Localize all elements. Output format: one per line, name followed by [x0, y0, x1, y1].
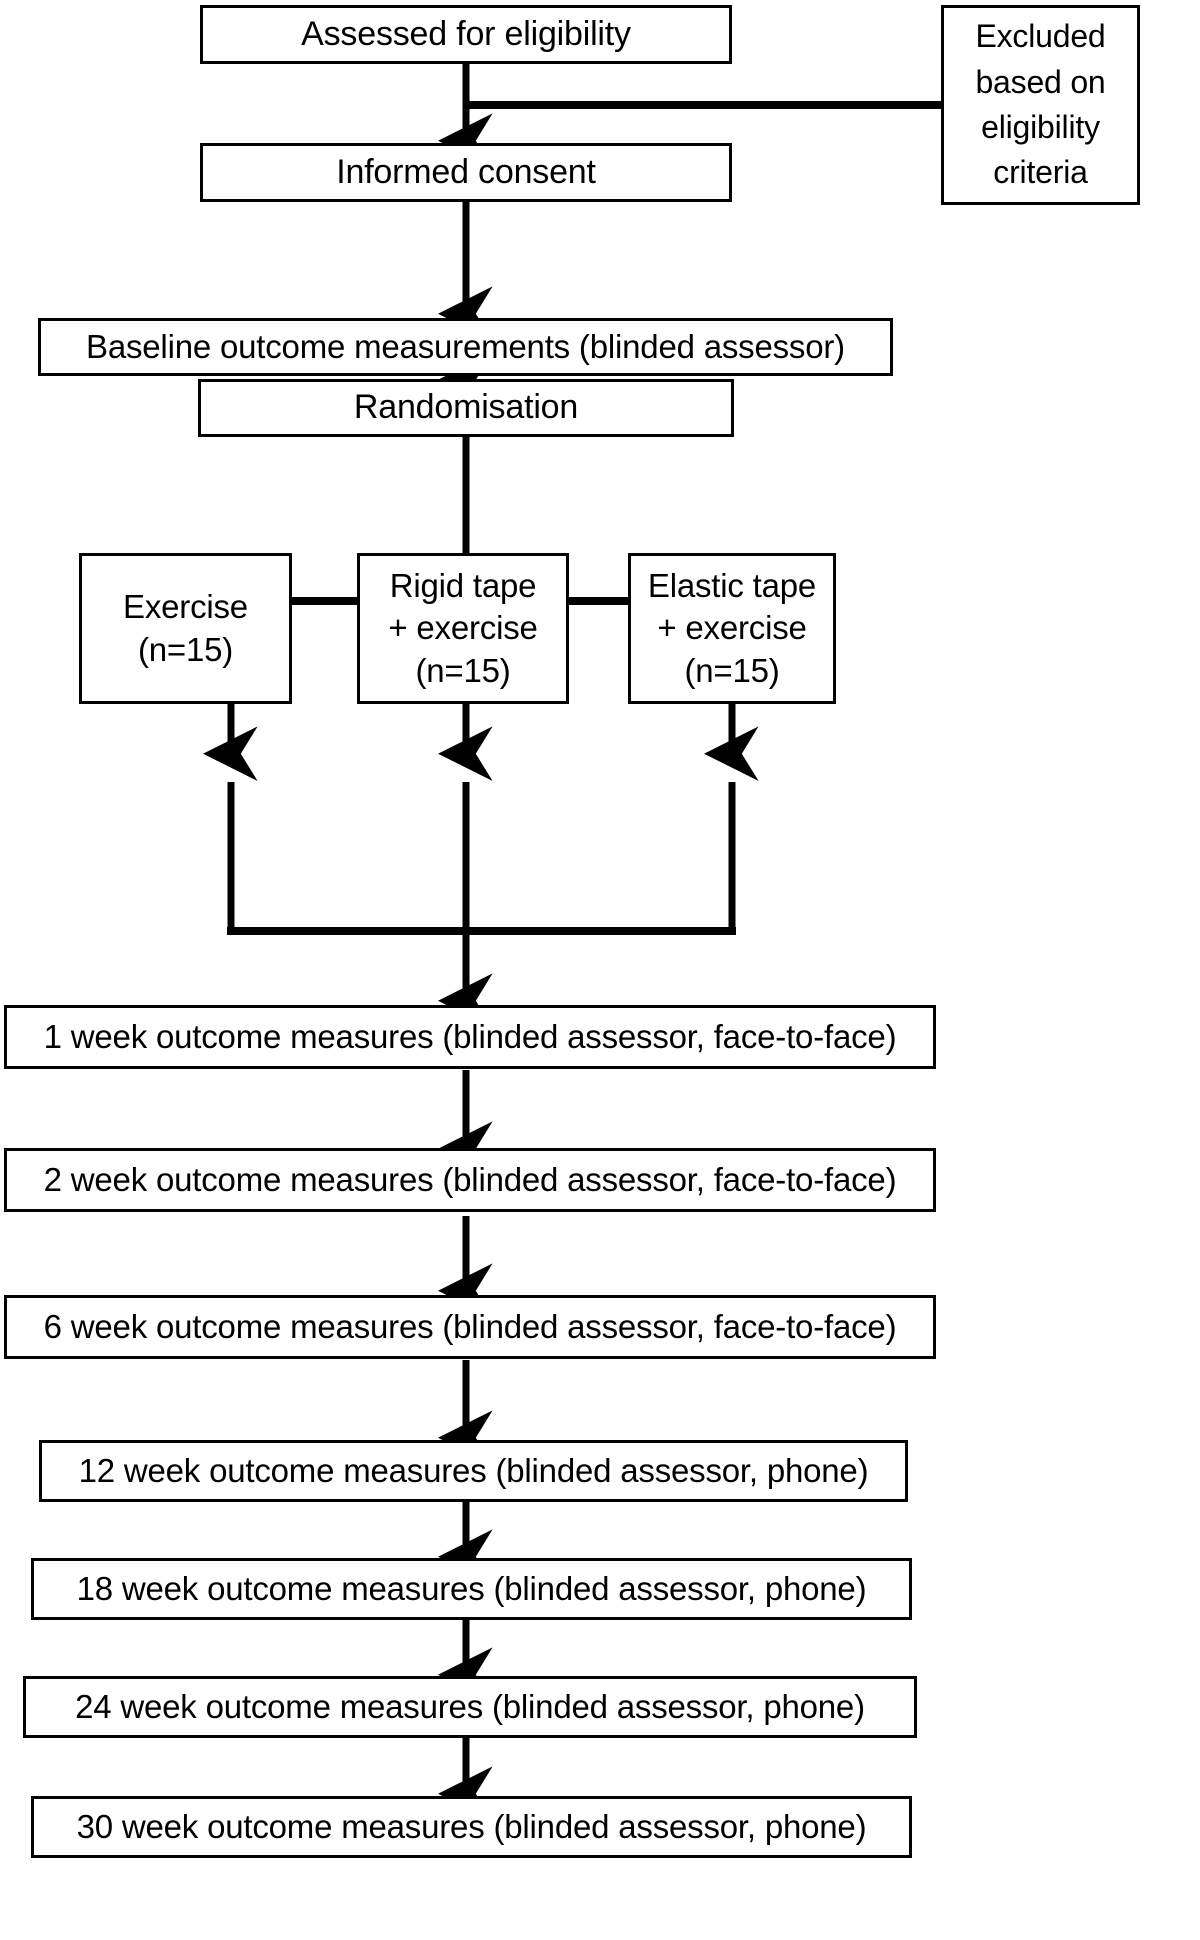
node-baseline-measurements: Baseline outcome measurements (blinded a…: [38, 318, 893, 376]
node-excluded: Excluded based on eligibility criteria: [941, 5, 1140, 205]
node-outcome-week-30: 30 week outcome measures (blinded assess…: [31, 1796, 912, 1858]
arm-elastic-line-3: (n=15): [684, 651, 780, 689]
arm-exercise-line-1: Exercise: [123, 588, 248, 626]
arm-exercise-line-2: (n=15): [137, 630, 234, 668]
node-week24-label: 24 week outcome measures (blinded assess…: [75, 1687, 865, 1725]
node-arm-elastic-tape: Elastic tape + exercise (n=15): [628, 553, 836, 704]
node-consent-label: Informed consent: [336, 152, 596, 191]
arm-rigid-line-2: + exercise: [388, 609, 538, 647]
node-informed-consent: Informed consent: [200, 143, 732, 202]
node-outcome-week-2: 2 week outcome measures (blinded assesso…: [4, 1148, 936, 1212]
node-outcome-week-6: 6 week outcome measures (blinded assesso…: [4, 1295, 936, 1359]
node-week6-label: 6 week outcome measures (blinded assesso…: [43, 1307, 897, 1345]
node-randomisation: Randomisation: [198, 379, 734, 437]
node-week2-label: 2 week outcome measures (blinded assesso…: [43, 1160, 897, 1198]
node-outcome-week-12: 12 week outcome measures (blinded assess…: [39, 1440, 908, 1502]
node-week1-label: 1 week outcome measures (blinded assesso…: [43, 1017, 897, 1055]
node-outcome-week-24: 24 week outcome measures (blinded assess…: [23, 1676, 917, 1738]
node-week18-label: 18 week outcome measures (blinded assess…: [76, 1569, 867, 1607]
arm-rigid-line-3: (n=15): [415, 651, 511, 689]
node-arm-exercise: Exercise (n=15): [79, 553, 292, 704]
node-excluded-label: Excluded based on eligibility criteria: [975, 18, 1106, 191]
arm-elastic-line-2: + exercise: [657, 609, 807, 647]
arm-elastic-line-1: Elastic tape: [647, 567, 817, 605]
node-week30-label: 30 week outcome measures (blinded assess…: [76, 1807, 867, 1845]
node-baseline-label: Baseline outcome measurements (blinded a…: [86, 327, 845, 365]
node-randomisation-label: Randomisation: [353, 388, 579, 427]
node-assessed-for-eligibility: Assessed for eligibility: [200, 5, 732, 64]
node-outcome-week-18: 18 week outcome measures (blinded assess…: [31, 1558, 912, 1620]
node-arm-rigid-tape: Rigid tape + exercise (n=15): [357, 553, 569, 704]
node-assessed-label: Assessed for eligibility: [301, 14, 631, 53]
node-outcome-week-1: 1 week outcome measures (blinded assesso…: [4, 1005, 936, 1069]
node-week12-label: 12 week outcome measures (blinded assess…: [78, 1451, 869, 1489]
arm-rigid-line-1: Rigid tape: [389, 567, 537, 605]
